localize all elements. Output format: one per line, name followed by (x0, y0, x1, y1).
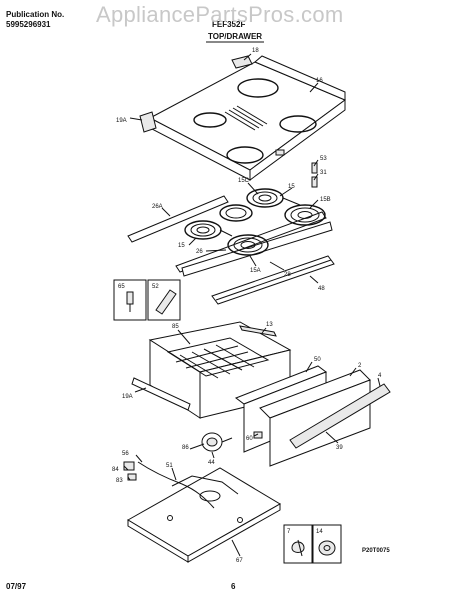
burner-assembly (127, 188, 333, 277)
callout-label: 26A (152, 204, 163, 210)
callout-label: 26 (196, 249, 203, 255)
callout-label: 56 (122, 451, 129, 457)
surface-element-15c (246, 188, 284, 208)
front-trim-strip-edge (215, 259, 332, 301)
callout-label: 44 (208, 460, 215, 466)
callout-label: 18 (252, 48, 259, 54)
cooktop-burner-ring-front-left (193, 112, 227, 128)
model-number: FEF352F (212, 20, 246, 29)
watermark: AppliancePartsPros.com (96, 2, 344, 27)
publication-number: 5995296931 (6, 20, 51, 29)
callout-label: 15C (238, 178, 250, 184)
drawer-rack (166, 337, 270, 379)
bottom-panel-side-edge (187, 503, 281, 563)
cooktop-burner-ring-back-right (279, 115, 317, 133)
cooktop-assembly (139, 55, 347, 188)
wire-harness (137, 461, 215, 509)
surface-element-15-left (184, 220, 222, 240)
callout-labels: 18 16 19A 53 31 15C 15 15B 26A 15 26 15A… (112, 48, 382, 564)
cooktop-burner-ring-front-right (226, 146, 264, 164)
inset-part-52 (147, 279, 181, 321)
footer-page-number: 6 (231, 582, 236, 591)
callout-label: 51 (166, 463, 173, 469)
callout-label: 16 (316, 78, 323, 84)
callout-label: 65 (118, 284, 125, 290)
callout-label: 15B (320, 197, 331, 203)
callout-label: 85 (172, 324, 179, 330)
drawer-assembly (131, 321, 391, 467)
inset-part-7 (283, 524, 313, 564)
surface-element-15b (284, 204, 326, 226)
callout-label: 48 (318, 286, 325, 292)
callout-label: 84 (112, 467, 119, 473)
cooktop-clip-part (275, 149, 285, 156)
callout-label: 60 (246, 436, 253, 442)
bottom-panel-screw (237, 517, 243, 523)
callout-label: 86 (182, 445, 189, 451)
diagram-code: P20T0075 (362, 548, 390, 554)
inset-part-65 (113, 279, 147, 321)
callout-label: 15 (178, 243, 185, 249)
inset-part-14 (312, 524, 342, 564)
drawer-rail-13 (239, 325, 277, 337)
switch-part-83 (127, 473, 137, 481)
callout-label: 28 (284, 272, 291, 278)
drawer-rail-19a (131, 377, 191, 411)
callout-label: 53 (320, 156, 327, 162)
element-trim-strip (181, 221, 333, 277)
callout-label: 7 (287, 529, 291, 535)
bottom-panel (127, 467, 281, 557)
callout-label: 14 (316, 529, 323, 535)
element-lead-wire (282, 197, 301, 206)
cooktop-burner-ring-back-left (237, 78, 279, 98)
publication-label: Publication No. (6, 10, 65, 19)
callout-label: 39 (336, 445, 343, 451)
drawer-handle (289, 383, 391, 449)
footer-date: 07/97 (6, 582, 27, 591)
control-knob-44 (201, 432, 233, 452)
surface-element-15a (227, 234, 269, 256)
wire-harness (171, 475, 239, 495)
element-lead-wire (219, 229, 233, 237)
callout-label: 15A (250, 268, 261, 274)
cooktop-right-edge (249, 99, 346, 181)
support-bar-left (127, 195, 229, 243)
leader-lines (123, 53, 381, 557)
cooktop-backguard (254, 55, 346, 101)
top-bracket-part (231, 55, 253, 69)
callout-label: 31 (320, 170, 327, 176)
callout-label: 19A (122, 394, 133, 400)
callout-label: 19A (116, 118, 127, 124)
callout-label: 67 (236, 558, 243, 564)
bottom-panel-hole (199, 490, 221, 502)
bottom-panel-screw (167, 515, 173, 521)
cooktop-hinge-part (139, 111, 157, 133)
bottom-panel-assembly (123, 461, 281, 563)
callout-label: 13 (266, 322, 273, 328)
cooktop-vent-grid (224, 105, 268, 131)
terminal-part-31 (311, 176, 318, 188)
section-title: TOP/DRAWER (208, 32, 263, 41)
callout-label: 52 (152, 284, 159, 290)
surface-element-15-center (219, 204, 253, 222)
switch-part-84 (123, 461, 135, 471)
terminal-part-53 (311, 162, 318, 174)
drawer-clip-60 (253, 431, 263, 439)
callout-label: 83 (116, 478, 123, 484)
callout-label: 4 (378, 373, 382, 379)
callout-label: 2 (358, 363, 362, 369)
callout-label: 15 (288, 184, 295, 190)
callout-label: 50 (314, 357, 321, 363)
